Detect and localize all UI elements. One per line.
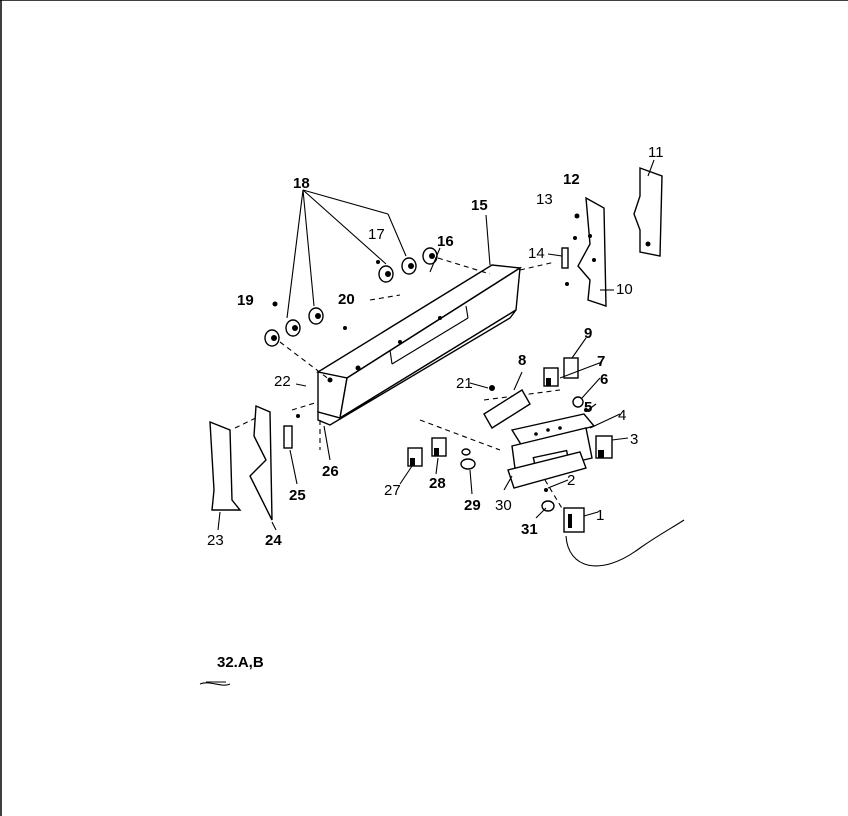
board-part-30 xyxy=(507,451,587,489)
callout-15: 15 xyxy=(471,197,488,214)
callout-9: 9 xyxy=(584,325,592,342)
part-22 xyxy=(295,383,307,418)
control-panel-part-15 xyxy=(316,264,523,426)
leader-lines-18 xyxy=(286,189,407,319)
power-cord xyxy=(565,519,685,567)
part-32-wire xyxy=(199,682,231,686)
callout-7: 7 xyxy=(597,353,605,370)
switch-part-7 xyxy=(543,367,559,387)
side-panel-part-10 xyxy=(577,196,607,307)
callout-24: 24 xyxy=(265,532,282,549)
callout-5: 5 xyxy=(584,399,592,416)
switch-part-3 xyxy=(595,435,613,459)
callout-28: 28 xyxy=(429,475,446,492)
switch-part-27 xyxy=(407,447,423,467)
callout-32: 32.A,B xyxy=(217,654,264,671)
callout-20: 20 xyxy=(338,291,355,308)
callout-18: 18 xyxy=(293,175,310,192)
part-5 xyxy=(584,408,588,412)
callout-22: 22 xyxy=(274,373,291,390)
callout-21: 21 xyxy=(456,375,473,392)
callout-11: 11 xyxy=(648,144,664,161)
callout-31: 31 xyxy=(521,521,538,538)
switch-part-28 xyxy=(431,437,447,457)
bracket-part-25 xyxy=(283,425,293,449)
clip-part-14 xyxy=(561,213,580,286)
callout-1: 1 xyxy=(596,507,604,524)
screw-part-20 xyxy=(343,326,347,330)
callout-27: 27 xyxy=(384,482,401,499)
callout-26: 26 xyxy=(322,463,339,480)
screw-part-19 xyxy=(272,301,278,307)
callout-8: 8 xyxy=(518,352,526,369)
screw-part-17 xyxy=(376,260,380,264)
side-panel-part-24 xyxy=(249,404,273,521)
callout-16: 16 xyxy=(437,233,454,250)
side-panel-part-11 xyxy=(633,167,663,257)
assembly-lines xyxy=(234,257,564,511)
callout-19: 19 xyxy=(237,292,254,309)
callout-13: 13 xyxy=(536,191,553,208)
callout-12: 12 xyxy=(563,171,580,188)
callout-14: 14 xyxy=(528,245,545,262)
terminal-block-part-1 xyxy=(563,507,585,533)
callout-leaders xyxy=(217,159,655,531)
knob-part-18 xyxy=(264,247,438,347)
part-6 xyxy=(572,396,584,408)
screw-part-21 xyxy=(489,385,495,391)
callout-10: 10 xyxy=(616,281,633,298)
leader-line-16 xyxy=(429,247,441,273)
callout-2: 2 xyxy=(567,472,575,489)
callout-3: 3 xyxy=(630,431,638,448)
callout-30: 30 xyxy=(495,497,512,514)
side-panel-part-23 xyxy=(209,420,242,511)
callout-25: 25 xyxy=(289,487,306,504)
callout-23: 23 xyxy=(207,532,224,549)
callout-29: 29 xyxy=(464,497,481,514)
callout-17: 17 xyxy=(368,226,385,243)
part-2 xyxy=(544,488,548,492)
callout-4: 4 xyxy=(618,407,626,424)
part-29 xyxy=(460,448,476,470)
overlay-part-8 xyxy=(483,389,531,429)
leader-line-15 xyxy=(485,214,491,266)
switch-part-9 xyxy=(563,357,579,379)
callout-6: 6 xyxy=(600,371,608,388)
